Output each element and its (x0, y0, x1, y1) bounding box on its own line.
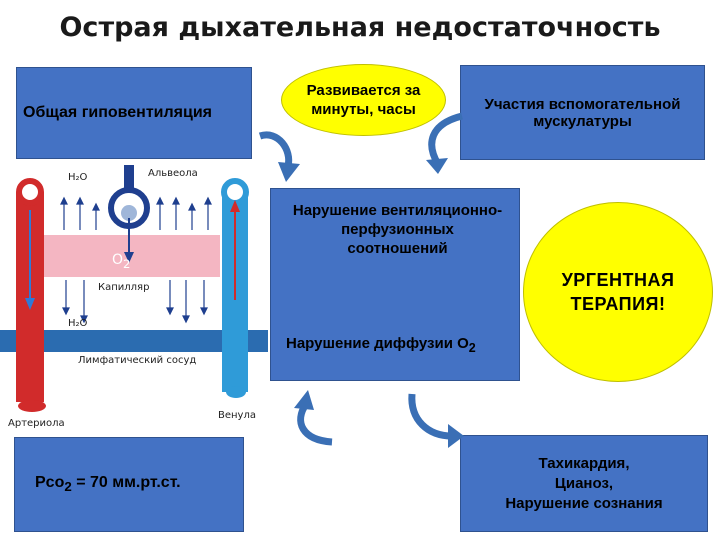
diagram-graphic (0, 165, 268, 412)
hypoventilation-box: Общая гиповентиляция (16, 67, 252, 159)
vq-mismatch-box: Нарушение вентиляционно- перфузионных со… (270, 188, 520, 381)
symptoms-line-2: Цианоз, (554, 474, 614, 492)
o2-text: О (112, 252, 124, 268)
diffusion-text: Нарушение диффузии О (286, 335, 469, 352)
capillary-label: Капилляр (98, 282, 150, 293)
onset-ellipse: Развивается за минуты, часы (281, 64, 446, 136)
diffusion-sub: 2 (468, 341, 476, 355)
pco2-sub: 2 (64, 479, 72, 495)
venule-label: Венула (218, 410, 256, 421)
symptoms-line-1: Тахикардия, (538, 454, 630, 472)
curved-arrow-icon (408, 393, 464, 448)
hypoventilation-label: Общая гиповентиляция (23, 104, 213, 121)
lymph-vessel-label: Лимфатический сосуд (78, 355, 197, 366)
page-title: Острая дыхательная недостаточность (59, 12, 661, 43)
urgent-line-1: УРГЕНТНАЯ (561, 270, 675, 290)
pco2-suffix: = 70 мм.рт.ст. (71, 474, 181, 492)
onset-line-1: Развивается за (306, 82, 421, 99)
arteriole-label: Артериола (8, 418, 65, 429)
curved-arrow-icon (426, 112, 463, 174)
urgent-line-2: ТЕРАПИЯ! (570, 294, 666, 314)
diffusion-label: Нарушение диффузии О2 (286, 335, 476, 355)
muscles-line-2: мускулатуры (533, 112, 632, 130)
muscles-line-1: Участия вспомогательной (484, 95, 681, 113)
h2o-top-label: Н₂О (68, 172, 88, 183)
alveola-label: Альвеола (148, 168, 198, 179)
urgent-therapy-ellipse: УРГЕНТНАЯ ТЕРАПИЯ! (523, 202, 713, 382)
pco2-box: Рсо2 = 70 мм.рт.ст. (14, 437, 244, 532)
o2-label: О2 (112, 252, 130, 271)
o2-sub: 2 (123, 256, 131, 271)
alveolar-capillary-diagram: Н₂О Альвеола О2 Капилляр Н₂О Лимфатическ… (0, 160, 268, 432)
curved-arrow-icon (294, 390, 333, 446)
pco2-label: Рсо2 = 70 мм.рт.ст. (35, 474, 181, 494)
h2o-bottom-label: Н₂О (68, 318, 88, 329)
symptoms-box: Тахикардия, Цианоз, Нарушение сознания (460, 435, 708, 532)
symptoms-line-3: Нарушение сознания (505, 494, 663, 512)
vq-line-2: перфузионных (341, 221, 454, 238)
pco2-prefix: Рсо (35, 474, 65, 492)
muscles-box: Участия вспомогательной мускулатуры (460, 65, 705, 160)
onset-line-2: минуты, часы (311, 101, 416, 118)
vq-line-1: Нарушение вентиляционно- (292, 202, 503, 219)
curved-arrow-icon (258, 131, 300, 182)
vq-line-3: соотношений (347, 240, 448, 257)
